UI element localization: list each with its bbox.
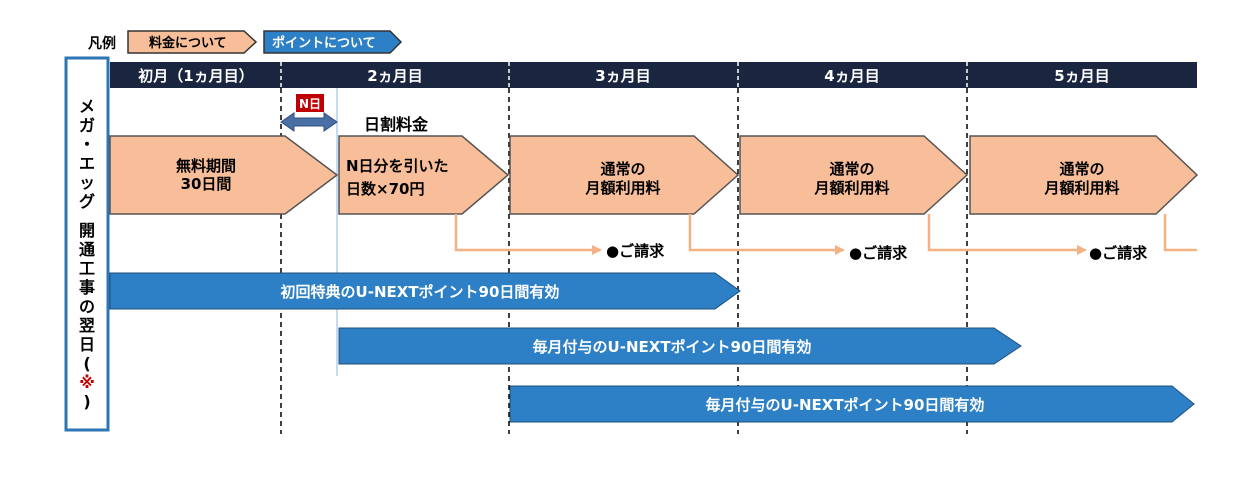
side-label-char: 開 <box>79 221 95 240</box>
point-arrow-monthly-2 <box>509 385 1195 423</box>
regular-month3-line2: 月額利用料 <box>584 179 660 197</box>
free-period-line2: 30日間 <box>181 175 232 193</box>
side-label-char: 日 <box>79 335 95 354</box>
billing-connector-2 <box>688 214 845 255</box>
fee-arrow-prorated <box>338 135 510 215</box>
side-label-char: ガ <box>79 116 95 135</box>
n-day-double-arrow <box>280 112 338 132</box>
billing-label-2: ●ご請求 <box>849 244 908 262</box>
billing-connector-4 <box>1163 214 1197 252</box>
fee-arrow-regular-month4 <box>739 135 969 215</box>
n-day-label: N日 <box>299 97 321 111</box>
regular-month3-line1: 通常の <box>600 160 645 178</box>
side-label-char: 事 <box>79 278 95 297</box>
month-label-3: 3ヵ月目 <box>595 67 650 85</box>
side-label-char: ・ <box>79 135 95 154</box>
prorated-line2: 日数×70円 <box>346 180 424 198</box>
n-day-indicator: N日 日割料金 <box>280 94 429 134</box>
side-label-char: エ <box>79 154 95 173</box>
regular-month4-line1: 通常の <box>829 160 874 178</box>
side-label-char: ※ <box>79 373 95 392</box>
billing-label-3: ●ご請求 <box>1089 244 1148 262</box>
month-label-2: 2ヵ月目 <box>367 67 422 85</box>
month-label-1: 初月（1ヵ月目） <box>138 67 253 85</box>
regular-month4-line2: 月額利用料 <box>813 179 889 197</box>
legend-fee-swatch <box>127 30 258 54</box>
point-initial-label: 初回特典のU-NEXTポイント90日間有効 <box>281 283 560 301</box>
fee-arrows: 無料期間 30日間 N日分を引いた 日数×70円 通常の 月額利用料 通常の 月… <box>109 135 1199 215</box>
fee-arrow-regular-month3 <box>509 135 740 215</box>
side-label-char: 通 <box>79 240 95 259</box>
regular-month5-line2: 月額利用料 <box>1043 179 1119 197</box>
point-monthly-2-label: 毎月付与のU-NEXTポイント90日間有効 <box>706 396 985 414</box>
legend-fee-label: 料金について <box>149 35 227 51</box>
point-monthly-1-label: 毎月付与のU-NEXTポイント90日間有効 <box>533 338 812 356</box>
side-label-char: ( <box>83 354 90 373</box>
legend-point-label: ポイントについて <box>272 35 376 51</box>
point-arrows: 初回特典のU-NEXTポイント90日間有効 毎月付与のU-NEXTポイント90日… <box>109 272 1195 423</box>
daily-rate-title: 日割料金 <box>364 115 429 134</box>
side-label-char: ッ <box>79 173 95 192</box>
prorated-line1: N日分を引いた <box>346 157 449 175</box>
legend-label: 凡例 <box>88 35 116 52</box>
side-label-char: 工 <box>79 259 95 278</box>
billing-label-1: ●ご請求 <box>606 242 665 260</box>
month-label-5: 5ヵ月目 <box>1054 67 1109 85</box>
free-period-line1: 無料期間 <box>176 157 236 175</box>
side-label-char: ) <box>83 392 90 411</box>
point-arrow-initial <box>109 272 741 310</box>
side-label-char: グ <box>79 192 95 211</box>
side-label-char: の <box>79 297 95 316</box>
fee-arrow-regular-month5 <box>969 135 1199 215</box>
billing-connector-1 <box>454 214 602 255</box>
regular-month5-line1: 通常の <box>1059 160 1104 178</box>
billing-connectors <box>454 214 1197 255</box>
point-arrow-monthly-1 <box>338 327 1022 365</box>
fee-arrow-free-period <box>109 135 339 215</box>
month-header: 初月（1ヵ月目） 2ヵ月目 3ヵ月目 4ヵ月目 5ヵ月目 <box>110 62 1197 88</box>
n-day-badge <box>296 94 324 112</box>
side-label-char: 翌 <box>79 316 95 335</box>
billing-connector-3 <box>927 214 1087 255</box>
legend-point-swatch <box>263 30 403 54</box>
month-label-4: 4ヵ月目 <box>824 67 879 85</box>
side-label-char: メ <box>79 97 95 116</box>
legend: 凡例 料金について ポイントについて <box>88 30 403 54</box>
